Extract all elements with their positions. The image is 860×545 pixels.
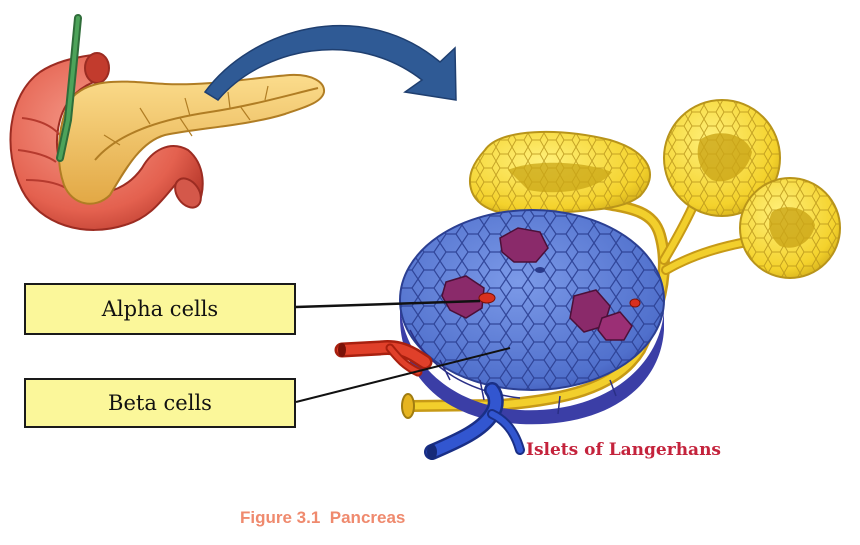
beta-cells-label: Beta cells	[24, 378, 296, 428]
figure-title: Pancreas	[329, 508, 406, 527]
alpha-cell-cluster-right	[597, 311, 633, 341]
beta-leader-line	[295, 347, 511, 403]
alpha-cell-cluster-left	[441, 275, 485, 319]
alpha-leader-line	[295, 299, 481, 309]
alpha-cell-cluster-top	[499, 227, 549, 263]
pancreas-organ	[9, 14, 326, 231]
pancreas-body	[57, 73, 326, 205]
figure-number: Figure 3.1	[240, 508, 321, 527]
acini	[404, 99, 841, 412]
alpha-cells-label: Alpha cells	[24, 283, 296, 335]
islets-caption: Islets of Langerhans	[526, 440, 722, 460]
pancreatic-duct	[94, 87, 319, 161]
islet-of-langerhans	[399, 209, 665, 425]
blood-vessels	[334, 340, 525, 460]
zoom-arrow	[203, 24, 457, 101]
figure-caption: Figure 3.1 Pancreas	[240, 508, 405, 528]
